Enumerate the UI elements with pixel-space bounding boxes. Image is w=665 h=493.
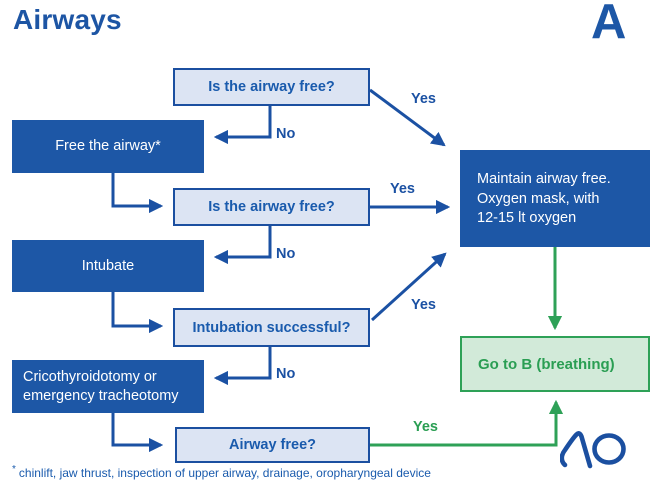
footnote-asterisk: *: [12, 464, 16, 475]
yes-label-green: Yes: [413, 419, 438, 435]
outcome-line: 12-15 lt oxygen: [477, 210, 577, 226]
no-label-2: No: [276, 246, 296, 262]
page-title: Airways: [13, 4, 122, 35]
ao-logo-icon: [560, 431, 626, 469]
yes-label-1: Yes: [411, 91, 436, 107]
action-box-cricothyroidotomy: Cricothyroidotomy or emergency tracheoto…: [12, 360, 204, 413]
goto-b-breathing-box: Go to B (breathing): [460, 336, 650, 392]
action-box-free-the-airway: Free the airway*: [12, 120, 204, 173]
footnote: *chinlift, jaw thrust, inspection of upp…: [12, 464, 431, 480]
outcome-line: Maintain airway free.: [477, 171, 611, 187]
decision-box-intubation-successful: Intubation successful?: [173, 308, 370, 347]
arrow-intubate-to-q3: [111, 292, 164, 334]
ao-logo-letter-o: [592, 433, 626, 465]
arrow-q3-yes-diagonal: [370, 252, 447, 322]
arrow-q4-yes-green: [370, 399, 564, 447]
action-box-line: emergency tracheotomy: [23, 387, 179, 404]
action-box-intubate: Intubate: [12, 240, 204, 292]
arrow-crico-to-q4: [111, 413, 164, 453]
action-box-line: Cricothyroidotomy or: [23, 368, 157, 385]
arrow-q2-no: [213, 226, 272, 265]
no-label-1: No: [276, 126, 296, 142]
no-label-3: No: [276, 366, 296, 382]
footnote-text: chinlift, jaw thrust, inspection of uppe…: [18, 466, 431, 480]
arrow-freeairway-to-q2: [111, 173, 164, 214]
section-letter-a: A: [591, 0, 627, 49]
action-box-line: Intubate: [81, 257, 135, 274]
arrow-q1-no: [213, 106, 272, 145]
arrow-q1-yes-diagonal: [369, 88, 446, 147]
decision-box-is-airway-free-2: Is the airway free?: [173, 188, 370, 226]
outcome-line: Oxygen mask, with: [477, 190, 600, 207]
decision-box-airway-free: Airway free?: [175, 427, 370, 463]
arrow-q3-no: [213, 347, 272, 386]
action-box-line: Free the airway*: [55, 138, 161, 154]
outcome-box-maintain-airway: Maintain airway free. Oxygen mask, with …: [460, 150, 650, 247]
decision-box-is-airway-free-1: Is the airway free?: [173, 68, 370, 106]
ao-logo-letter-a: [560, 431, 593, 469]
yes-label-2: Yes: [390, 181, 415, 197]
yes-label-3: Yes: [411, 297, 436, 313]
